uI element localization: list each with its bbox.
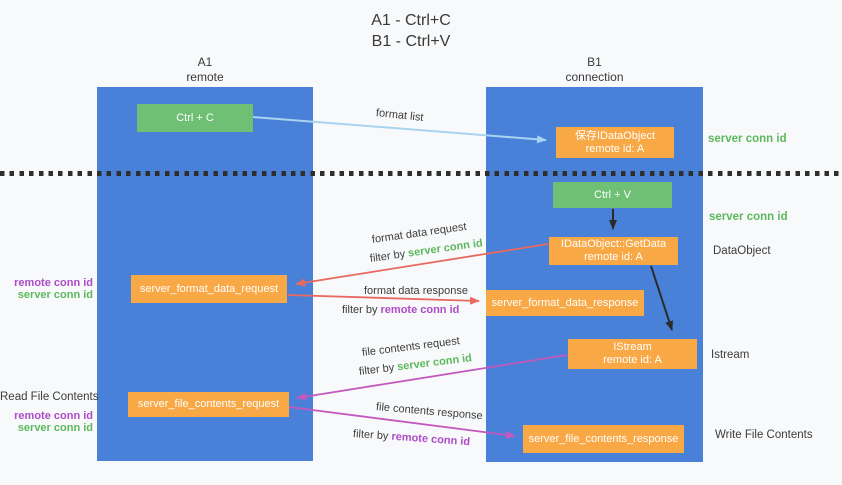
format-list-label: format list xyxy=(375,107,425,124)
diagram-title: A1 - Ctrl+C B1 - Ctrl+V xyxy=(300,10,522,52)
server-file-contents-response-label: server_file_contents_response xyxy=(528,432,679,445)
server-format-data-request-node: server_format_data_request xyxy=(131,275,287,303)
title-line-1: A1 - Ctrl+C xyxy=(371,12,451,29)
server-format-data-request-label: server_format_data_request xyxy=(139,282,279,295)
server-conn-id-text: server conn id xyxy=(396,352,473,374)
lane-a1-name: A1 xyxy=(197,55,213,69)
left-remote-conn-id-top-label: remote conn id xyxy=(14,277,93,289)
lane-b1-name: B1 xyxy=(587,55,602,69)
left-server-conn-id-top-label: server conn id xyxy=(17,289,93,301)
left-server-conn-id-bottom-label: server conn id xyxy=(17,422,93,434)
right-server-conn-id-top-label: server conn id xyxy=(708,133,787,145)
filter-by-text: filter by xyxy=(352,428,392,443)
ctrl-c-node: Ctrl + C xyxy=(137,104,253,132)
save-idataobject-node: 保存IDataObject remote id: A xyxy=(556,127,674,158)
right-server-conn-id-mid-label: server conn id xyxy=(709,211,788,223)
server-format-data-response-label: server_format_data_response xyxy=(491,296,639,309)
left-remote-conn-id-bottom-label: remote conn id xyxy=(14,410,93,422)
getdata-line1: IDataObject::GetData xyxy=(560,238,667,250)
filter-by-text: filter by xyxy=(369,247,409,265)
lane-b1-header: B1 connection xyxy=(486,55,703,85)
idataobject-getdata-node: IDataObject::GetData remote id: A xyxy=(549,237,678,265)
lane-a1-role: remote xyxy=(186,70,224,84)
remote-conn-id-text: remote conn id xyxy=(380,304,460,316)
ctrl-v-node: Ctrl + V xyxy=(553,182,672,208)
save-idataobject-line2: remote id: A xyxy=(585,142,645,155)
istream-line2: remote id: A xyxy=(603,354,662,366)
lane-a1-header: A1 remote xyxy=(97,55,313,85)
dotted-separator-line xyxy=(0,171,842,176)
title-line-2: B1 - Ctrl+V xyxy=(371,33,451,50)
file-contents-response-label: file contents response xyxy=(375,401,484,423)
remote-conn-id-text: remote conn id xyxy=(391,430,471,449)
ctrl-v-label: Ctrl + V xyxy=(594,188,631,201)
filter-by-text: filter by xyxy=(358,361,398,378)
server-file-contents-request-label: server_file_contents_request xyxy=(137,398,280,410)
istream-node: IStream remote id: A xyxy=(568,339,697,369)
server-file-contents-response-node: server_file_contents_response xyxy=(523,425,684,453)
save-idataobject-line1: 保存IDataObject xyxy=(574,129,656,142)
server-file-contents-request-node: server_file_contents_request xyxy=(128,392,289,417)
left-conn-id-group-bottom: remote conn id server conn id xyxy=(0,410,93,434)
istream-side-label: Istream xyxy=(711,349,750,361)
left-conn-id-group-top: remote conn id server conn id xyxy=(0,277,93,301)
dataobject-label: DataObject xyxy=(713,245,771,257)
file-contents-response-filter-label: filter by remote conn id xyxy=(353,428,471,448)
format-data-response-filter-label: filter by remote conn id xyxy=(342,304,459,316)
getdata-line2: remote id: A xyxy=(584,251,643,263)
server-format-data-response-node: server_format_data_response xyxy=(486,290,644,316)
server-conn-id-text: server conn id xyxy=(407,237,484,260)
ctrl-c-label: Ctrl + C xyxy=(176,111,214,124)
read-file-contents-label: Read File Contents xyxy=(0,391,99,403)
format-data-response-label: format data response xyxy=(364,285,468,297)
istream-line1: IStream xyxy=(613,341,652,353)
write-file-contents-label: Write File Contents xyxy=(715,429,813,441)
lane-b1-role: connection xyxy=(565,70,624,84)
filter-by-text: filter by xyxy=(342,304,381,316)
